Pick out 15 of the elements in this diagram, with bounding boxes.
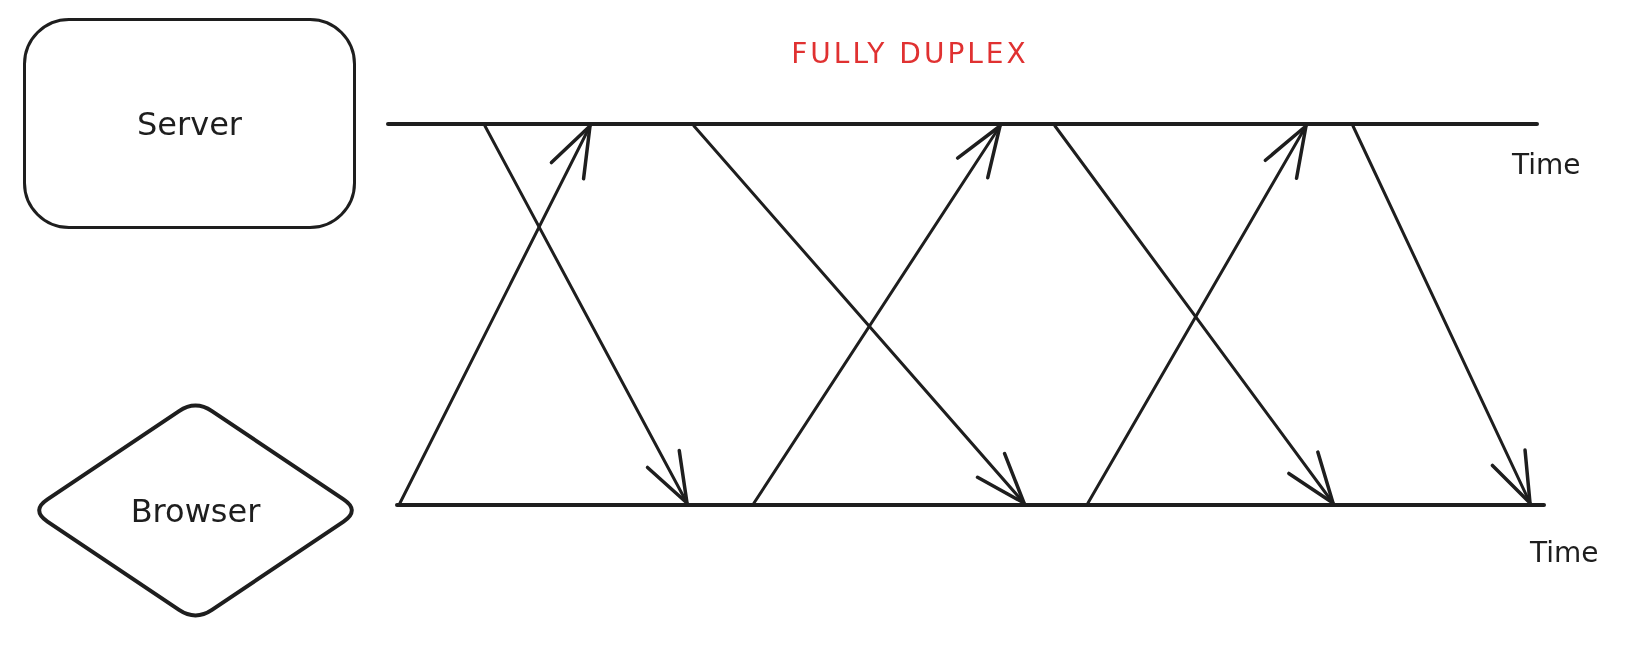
arrow	[692, 124, 1026, 505]
arrow	[483, 124, 689, 505]
process-box	[23, 18, 356, 229]
node-label: Browser	[130, 490, 261, 531]
arrow	[752, 124, 1002, 505]
node-label: Server	[137, 103, 242, 144]
time-label: Time	[1530, 535, 1599, 571]
timeline-line	[386, 122, 1539, 126]
diagram-title: FULLY DUPLEX	[791, 36, 1029, 72]
arrow	[1086, 124, 1308, 505]
arrow	[1351, 124, 1532, 505]
time-label: Time	[1512, 147, 1581, 183]
arrow	[398, 124, 592, 505]
arrow	[1053, 124, 1335, 505]
timeline-line	[395, 503, 1546, 507]
